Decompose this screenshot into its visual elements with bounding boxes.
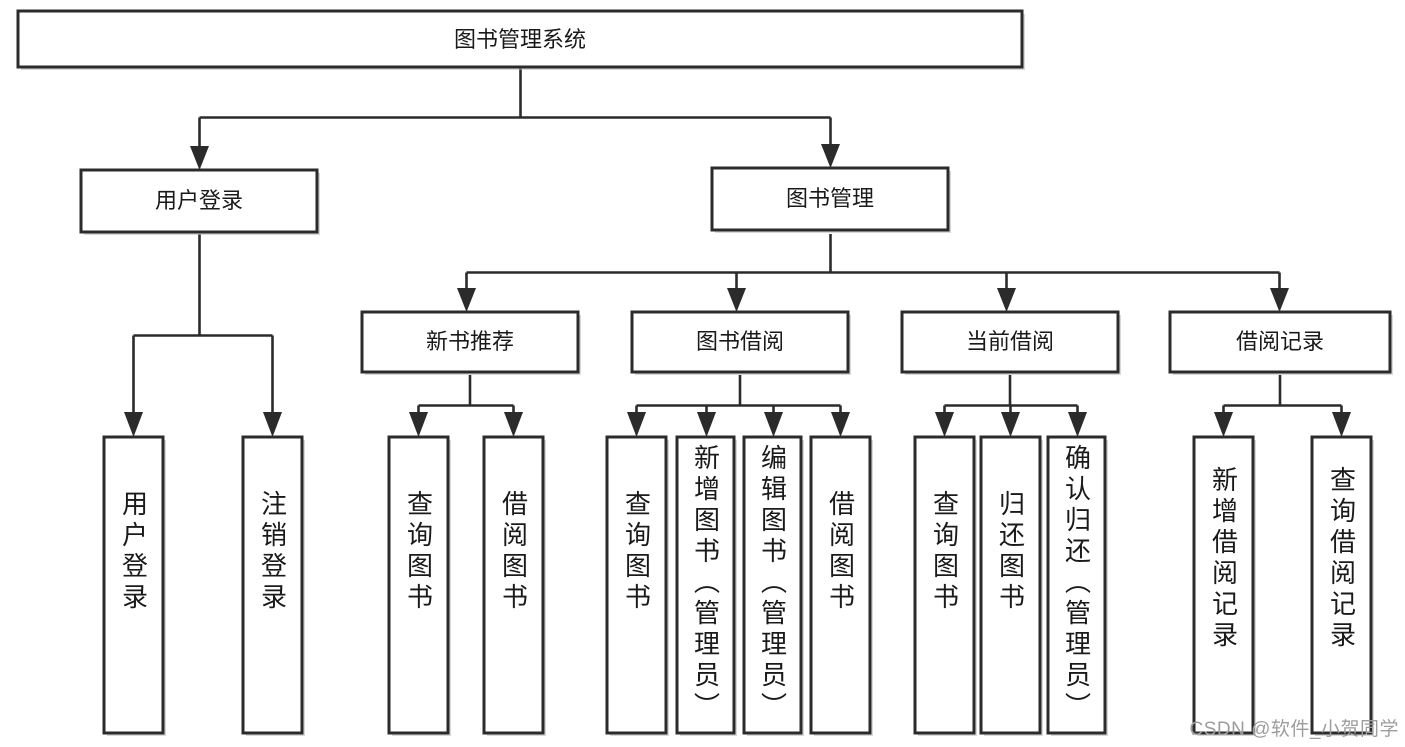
leaf-box-layer <box>102 435 1374 736</box>
leaf-query-record-box <box>1310 435 1373 735</box>
arrowhead-leaf-user-login <box>124 412 143 437</box>
arrowhead-book-borrow <box>727 288 746 312</box>
leaf-node-query-record[interactable] <box>1310 435 1374 736</box>
node-borrow-record-box <box>1168 310 1392 374</box>
node-borrow-record-label: 借阅记录 <box>1236 329 1324 354</box>
arrowhead-bookborrow-leaf-2 <box>697 412 716 437</box>
leaf-query-book-c-box <box>913 435 976 735</box>
leaf-node-query-book-b[interactable] <box>605 435 669 736</box>
node-borrow-record[interactable]: 借阅记录 <box>1168 310 1393 375</box>
arrowhead-newbook-leaf-1 <box>409 412 428 437</box>
leaf-node-user-login[interactable] <box>102 435 166 736</box>
node-current-borrow[interactable]: 当前借阅 <box>900 310 1121 375</box>
node-user-login-label: 用户登录 <box>155 188 243 213</box>
arrowhead-newbook-leaf-2 <box>504 412 523 437</box>
node-book-manage-label: 图书管理 <box>786 186 874 211</box>
leaf-node-logout[interactable] <box>241 435 305 736</box>
arrowhead-user-login <box>190 146 209 170</box>
arrowhead-currentborrow-leaf-3 <box>1068 412 1087 437</box>
leaf-borrow-book-b-box <box>809 435 872 735</box>
arrowhead-leaf-logout <box>263 412 282 437</box>
leaf-edit-book-box <box>742 435 803 735</box>
leaf-query-book-b-box <box>605 435 668 735</box>
arrowhead-currentborrow-leaf-1 <box>935 412 954 437</box>
leaf-node-query-book-c[interactable] <box>913 435 977 736</box>
node-current-borrow-box <box>900 310 1120 374</box>
leaf-return-book-box <box>979 435 1042 735</box>
node-book-borrow[interactable]: 图书借阅 <box>630 310 851 375</box>
node-current-borrow-label: 当前借阅 <box>966 329 1054 354</box>
leaf-user-login-box <box>102 435 165 735</box>
arrowhead-book-manage <box>821 144 840 168</box>
node-book-manage[interactable]: 图书管理 <box>710 166 951 233</box>
leaf-node-add-record[interactable] <box>1192 435 1256 736</box>
node-user-login[interactable]: 用户登录 <box>79 168 320 235</box>
leaf-node-borrow-book-b[interactable] <box>809 435 873 736</box>
leaf-logout-box <box>241 435 304 735</box>
leaf-node-add-book[interactable] <box>675 435 737 736</box>
arrowhead-currentborrow-leaf-2 <box>1001 412 1020 437</box>
node-new-book-recommend-label: 新书推荐 <box>426 329 514 354</box>
arrowhead-borrowrecord-leaf-2 <box>1332 412 1351 437</box>
leaf-node-confirm-return[interactable] <box>1046 435 1108 736</box>
node-new-book-recommend-box <box>360 310 580 374</box>
arrowhead-bookborrow-leaf-1 <box>627 412 646 437</box>
arrowhead-bookborrow-leaf-3 <box>764 412 783 437</box>
node-root-label: 图书管理系统 <box>454 27 586 52</box>
arrowhead-borrow-record <box>1270 288 1289 312</box>
node-book-borrow-box <box>630 310 850 374</box>
leaf-add-book-box <box>675 435 736 735</box>
leaf-node-edit-book[interactable] <box>742 435 804 736</box>
connector-layer <box>124 68 1351 437</box>
watermark-text: CSDN @软件_小贺同学 <box>1189 719 1399 740</box>
leaf-node-borrow-book-a[interactable] <box>482 435 546 736</box>
node-new-book-recommend[interactable]: 新书推荐 <box>360 310 581 375</box>
arrowhead-borrowrecord-leaf-1 <box>1214 412 1233 437</box>
node-user-login-box <box>79 168 319 234</box>
node-root-box <box>16 9 1024 69</box>
leaf-add-record-box <box>1192 435 1255 735</box>
leaf-borrow-book-a-box <box>482 435 545 735</box>
node-book-manage-box <box>710 166 950 232</box>
arrowhead-current-borrow <box>997 288 1016 312</box>
node-book-borrow-label: 图书借阅 <box>696 329 784 354</box>
arrowhead-new-book <box>457 288 476 312</box>
leaf-node-return-book[interactable] <box>979 435 1043 736</box>
arrowhead-bookborrow-leaf-4 <box>831 412 850 437</box>
leaf-confirm-return-box <box>1046 435 1107 735</box>
leaf-node-query-book-a[interactable] <box>387 435 451 736</box>
node-root[interactable]: 图书管理系统 <box>16 9 1025 70</box>
leaf-query-book-a-box <box>387 435 450 735</box>
